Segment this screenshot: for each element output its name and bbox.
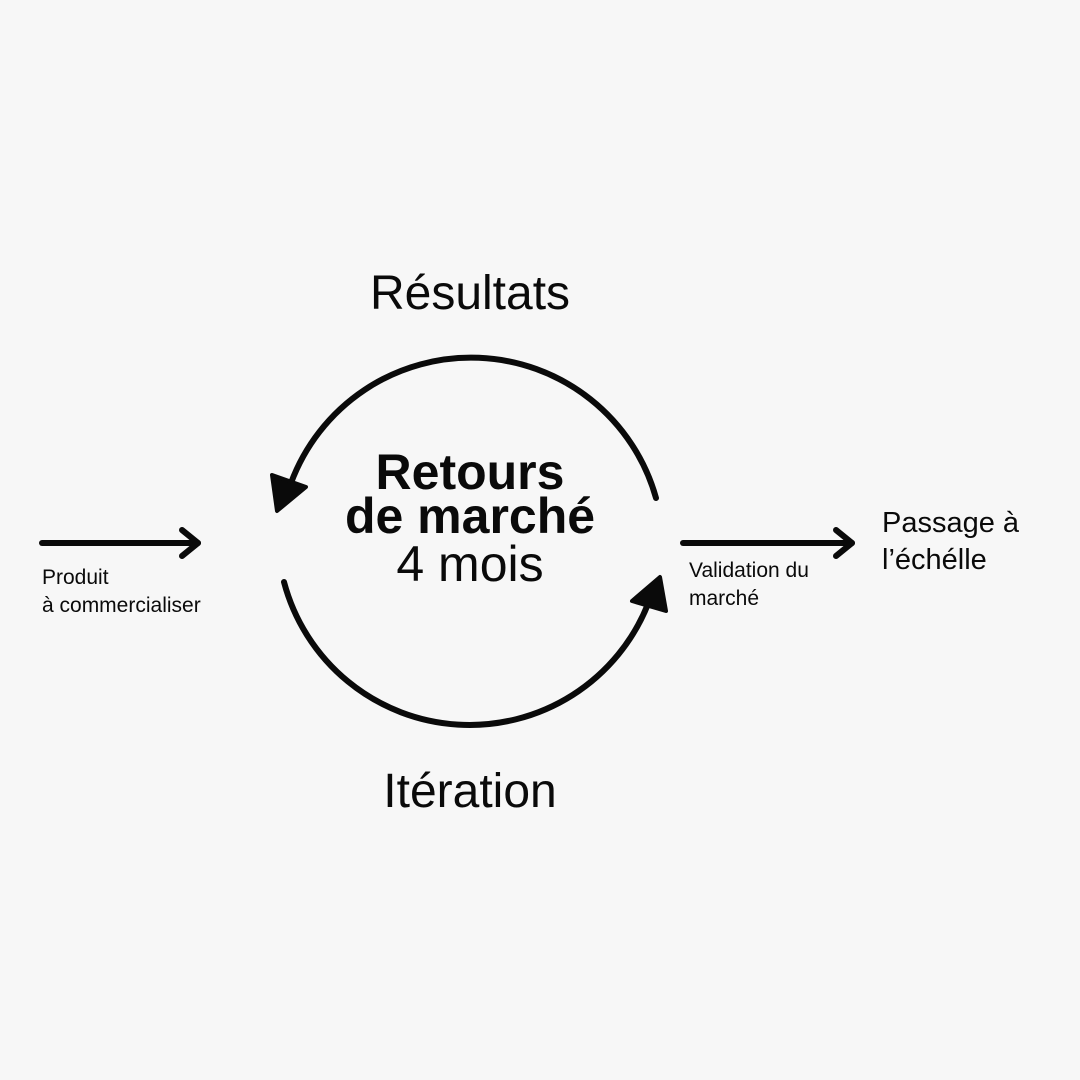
- input-label-line2: à commercialiser: [42, 594, 201, 617]
- center-title: Retours de marché 4 mois: [344, 444, 596, 592]
- loop-top-label: Résultats: [369, 267, 571, 320]
- input-label-line1: Produit: [42, 566, 109, 589]
- center-title-line1: Retours: [375, 444, 565, 500]
- input-arrow: [39, 527, 201, 559]
- bottom-loop-arrow: [281, 575, 668, 728]
- center-title-line2: de marché: [344, 488, 596, 544]
- output-arrow-label-line1: Validation du: [689, 559, 809, 582]
- top-loop-arrow: [270, 354, 659, 513]
- loop-bottom-label: Itération: [383, 765, 557, 818]
- output-arrow: [680, 527, 855, 559]
- outcome-label: Passage à l’échélle: [882, 505, 1019, 579]
- output-arrow-label: Validation du marché: [689, 557, 809, 613]
- output-arrow-label-line2: marché: [689, 587, 760, 610]
- input-label: Produit à commercialiser: [42, 564, 201, 620]
- outcome-label-line1: Passage à: [882, 507, 1020, 539]
- center-duration: 4 mois: [396, 536, 544, 592]
- outcome-label-line2: l’échélle: [882, 544, 987, 576]
